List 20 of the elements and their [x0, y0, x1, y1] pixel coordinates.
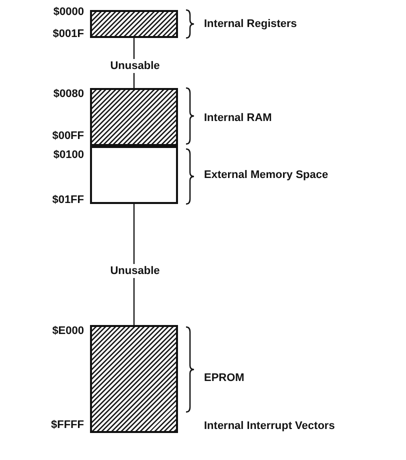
region-label: Internal Interrupt Vectors [204, 420, 335, 432]
hatched-memory-block [90, 88, 178, 146]
region-label: External Memory Space [204, 169, 328, 181]
address-label: $0080 [53, 88, 84, 100]
address-label: $0000 [53, 6, 84, 18]
address-label: $01FF [52, 194, 84, 206]
address-label: $FFFF [51, 419, 84, 431]
edge-label: Unusable [108, 264, 162, 278]
hatched-memory-block [90, 325, 178, 433]
hatched-memory-block [90, 10, 178, 38]
address-label: $001F [52, 28, 84, 40]
memory-block [90, 146, 178, 204]
connector-line [133, 204, 135, 325]
region-label: Internal RAM [204, 112, 272, 124]
region-label: EPROM [204, 372, 244, 384]
address-label: $0100 [53, 149, 84, 161]
address-label: $E000 [52, 325, 84, 337]
address-label: $00FF [52, 130, 84, 142]
region-label: Internal Registers [204, 18, 297, 30]
edge-label: Unusable [108, 58, 162, 72]
